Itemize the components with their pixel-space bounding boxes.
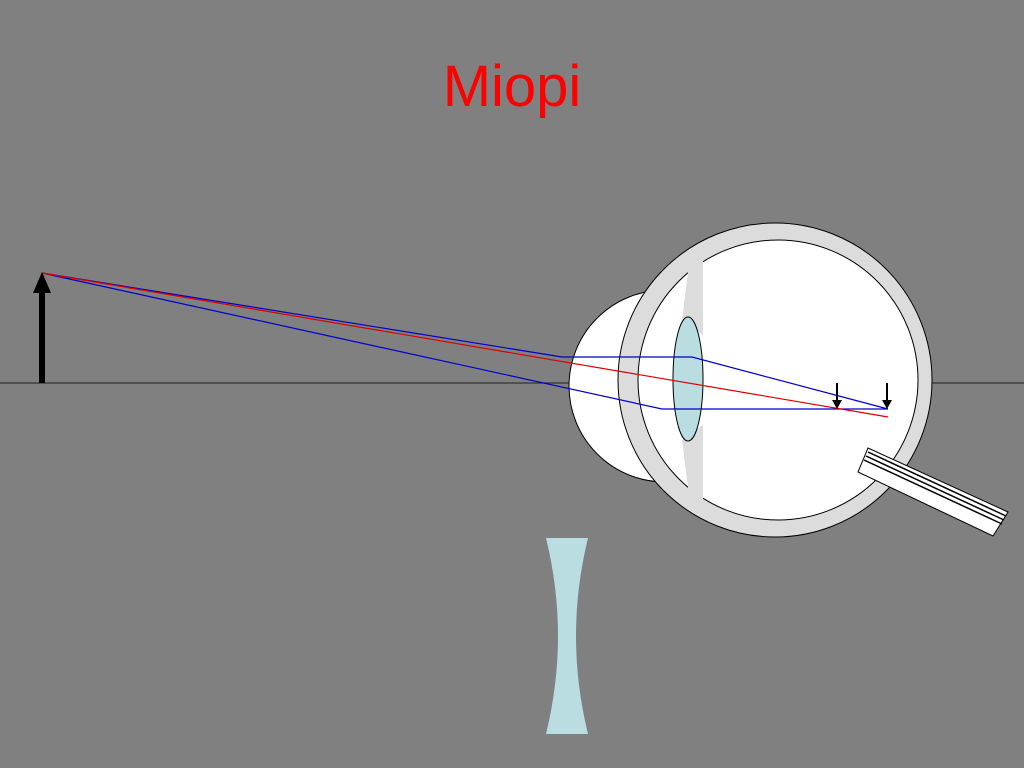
concave-lens-icon: [546, 538, 588, 734]
ray-chief: [41, 272, 889, 418]
ray-lower: [41, 272, 888, 410]
crystalline-lens: [672, 316, 704, 442]
inverted-arrow-icon: [832, 383, 842, 409]
ray-upper: [41, 272, 889, 410]
iris-upper: [682, 250, 703, 335]
optic-nerve: [857, 447, 1009, 537]
upright-arrow-icon: [33, 272, 51, 383]
retina-image-arrow-icon: [882, 383, 892, 409]
light-rays: [41, 272, 889, 418]
slide-title: Miopi: [442, 54, 582, 119]
iris-lower: [682, 425, 703, 510]
eyeball: [568, 222, 1009, 538]
